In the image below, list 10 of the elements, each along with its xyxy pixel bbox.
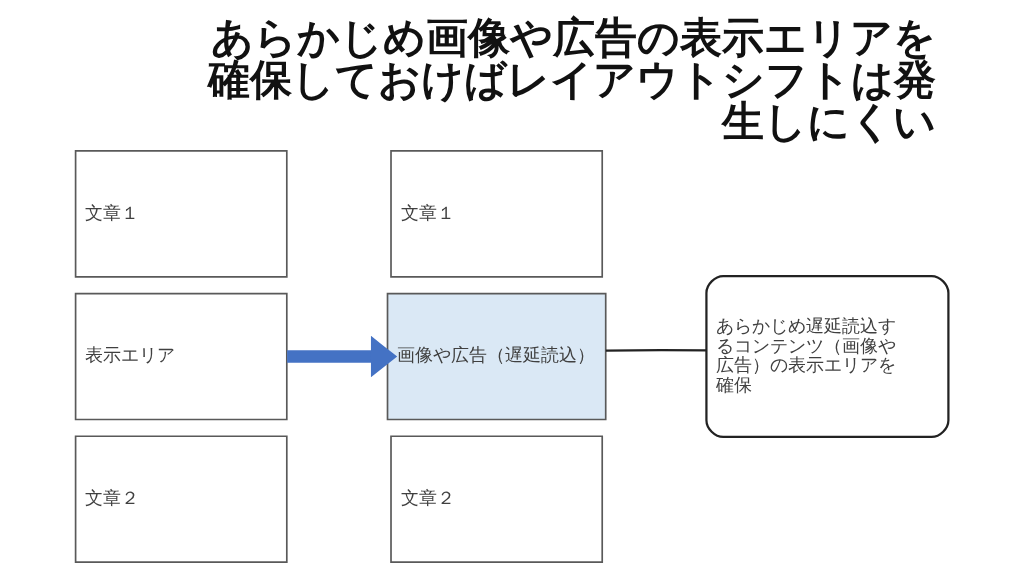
- node-box: 表示エリア: [74, 292, 288, 421]
- diagram-title: あらかじめ画像や広告の表示エリアを確保しておけばレイアウトシフトは発生しにくい: [208, 12, 937, 146]
- node-box: あらかじめ遅延読込するコンテンツ（画像や広告）の表示エリアを確保: [705, 275, 950, 439]
- arrow: [287, 335, 398, 378]
- node-box: 文章１: [390, 150, 604, 278]
- node-box: 画像や広告（遅延読込）: [386, 292, 607, 421]
- node-box: 文章２: [390, 435, 604, 563]
- node-box: 文章１: [74, 150, 288, 278]
- connector: [605, 349, 707, 352]
- node-box: 文章２: [74, 435, 288, 563]
